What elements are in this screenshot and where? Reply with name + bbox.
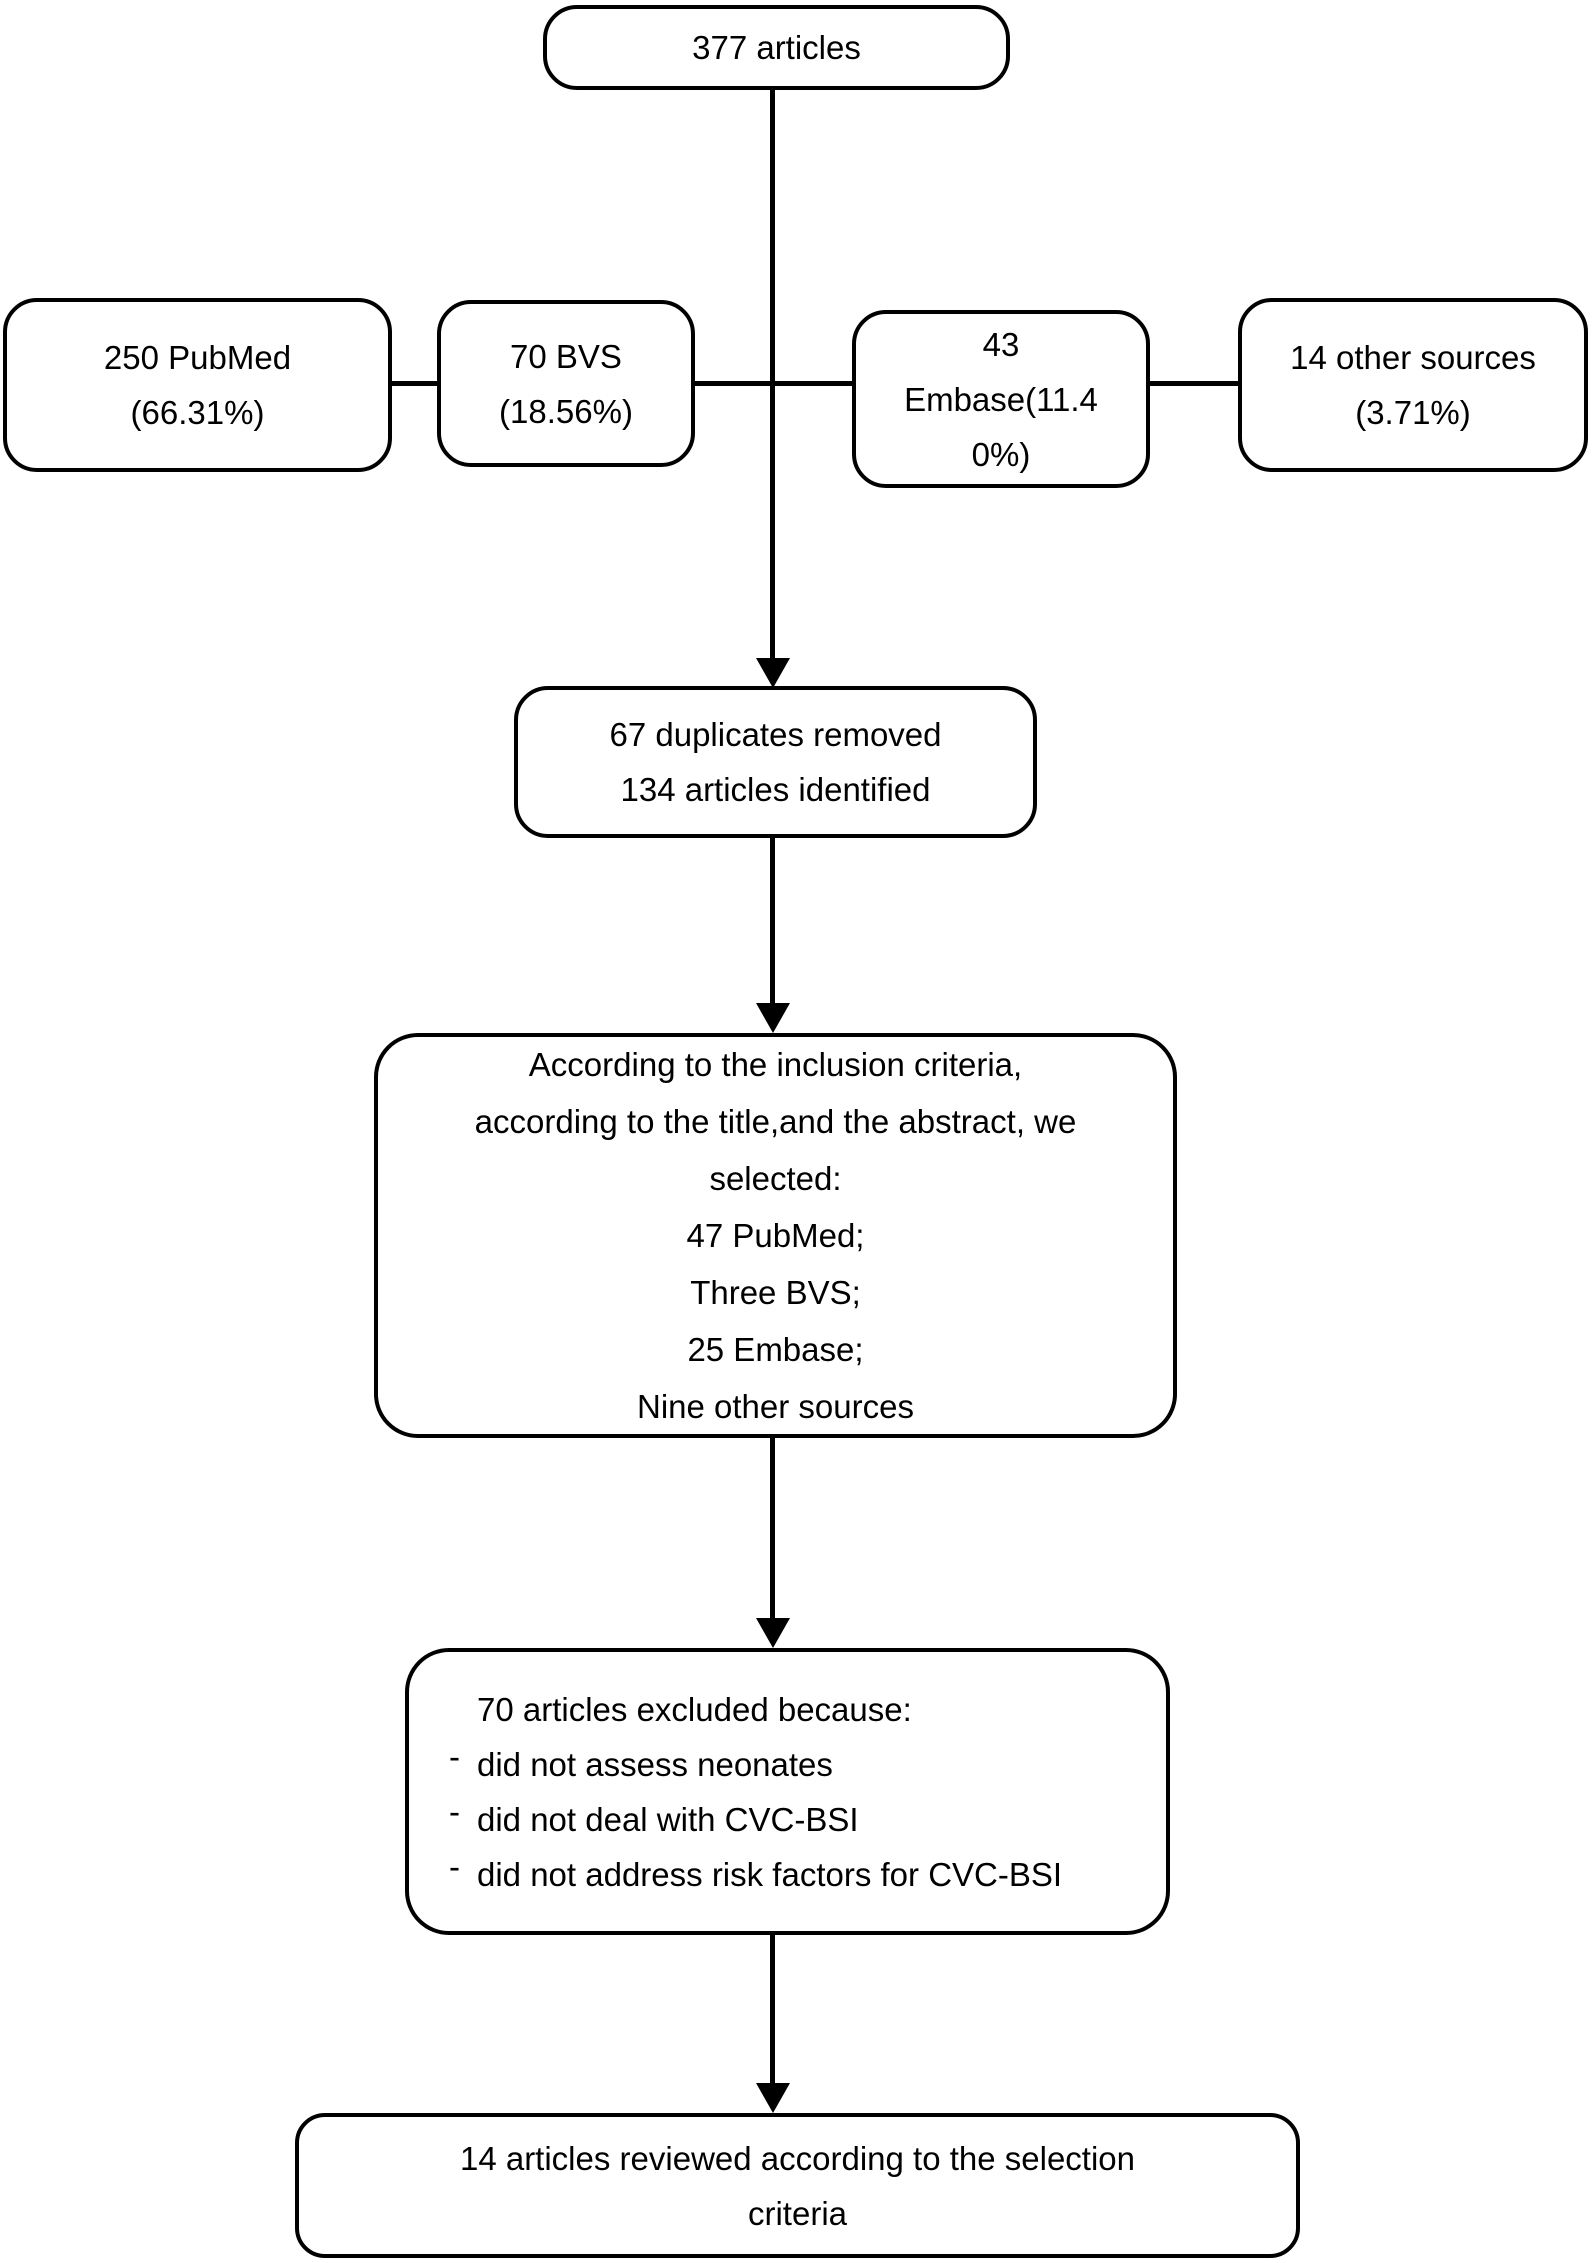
box-text-line: criteria xyxy=(747,2194,848,2232)
embase-source-box: 43 Embase(11.4 0%) xyxy=(852,310,1150,488)
box-text-line: according to the title,and the abstract,… xyxy=(474,1103,1077,1140)
box-text-line: According to the inclusion criteria, xyxy=(528,1046,1023,1083)
box-text-line: 14 other sources xyxy=(1290,339,1536,376)
total-articles-box: 377 articles xyxy=(543,5,1010,90)
pubmed-source-box: 250 PubMed (66.31%) xyxy=(3,298,392,472)
inclusion-criteria-box: According to the inclusion criteria, acc… xyxy=(374,1033,1177,1438)
box-text-line: 134 articles identified xyxy=(620,771,931,808)
bullet-text: did not deal with CVC-BSI xyxy=(477,1800,859,1838)
arrow-into-excluded-box xyxy=(756,1618,790,1648)
connector-embase-to-other xyxy=(1148,381,1240,386)
box-text-line: 70 BVS xyxy=(510,337,622,375)
excluded-heading: 70 articles excluded because: xyxy=(477,1690,912,1728)
arrow-into-final-box xyxy=(756,2083,790,2113)
box-text-line: 377 articles xyxy=(692,29,861,66)
bullet-text: did not address risk factors for CVC-BSI xyxy=(477,1855,1063,1893)
bvs-source-box: 70 BVS (18.56%) xyxy=(437,300,695,467)
bullet-dash: - xyxy=(449,1847,460,1885)
bullet-text: did not assess neonates xyxy=(477,1745,833,1783)
bullet-dash: - xyxy=(449,1792,460,1830)
box-text-line: (18.56%) xyxy=(499,392,633,430)
box-text-line: Nine other sources xyxy=(637,1388,914,1425)
connector-excluded-to-final xyxy=(770,1933,775,2085)
box-text-line: 43 xyxy=(982,325,1020,363)
other-sources-box: 14 other sources (3.71%) xyxy=(1238,298,1588,472)
excluded-bullet: -did not deal with CVC-BSI xyxy=(449,1792,859,1847)
box-text-line: selected: xyxy=(709,1160,842,1197)
box-text-line: Three BVS; xyxy=(690,1274,861,1311)
box-text-line: Embase(11.4 xyxy=(904,380,1098,418)
connector-total-to-dedup xyxy=(770,90,775,658)
arrow-into-dedup-box xyxy=(756,658,790,688)
bullet-dash: - xyxy=(449,1737,460,1775)
box-text-line: 47 PubMed; xyxy=(686,1217,865,1254)
excluded-bullet: -did not assess neonates xyxy=(449,1737,833,1792)
connector-dedup-to-criteria xyxy=(770,836,775,1006)
box-text-line: 250 PubMed xyxy=(103,339,292,376)
box-text-line: 25 Embase; xyxy=(687,1331,864,1368)
box-text-line: (66.31%) xyxy=(130,394,265,431)
connector-bvs-to-embase xyxy=(693,381,854,386)
excluded-articles-box: 70 articles excluded because: -did not a… xyxy=(405,1648,1170,1935)
excluded-bullet: -did not address risk factors for CVC-BS… xyxy=(449,1847,1063,1902)
box-text-line: 0%) xyxy=(971,435,1031,473)
connector-criteria-to-excluded xyxy=(770,1436,775,1621)
arrow-into-criteria-box xyxy=(756,1003,790,1033)
box-text-line: 14 articles reviewed according to the se… xyxy=(459,2139,1136,2177)
final-selection-box: 14 articles reviewed according to the se… xyxy=(295,2113,1300,2258)
connector-pubmed-to-bvs xyxy=(390,381,439,386)
box-text-line: (3.71%) xyxy=(1355,394,1471,431)
box-text-line: 67 duplicates removed xyxy=(609,716,942,753)
duplicates-removed-box: 67 duplicates removed 134 articles ident… xyxy=(514,686,1037,838)
